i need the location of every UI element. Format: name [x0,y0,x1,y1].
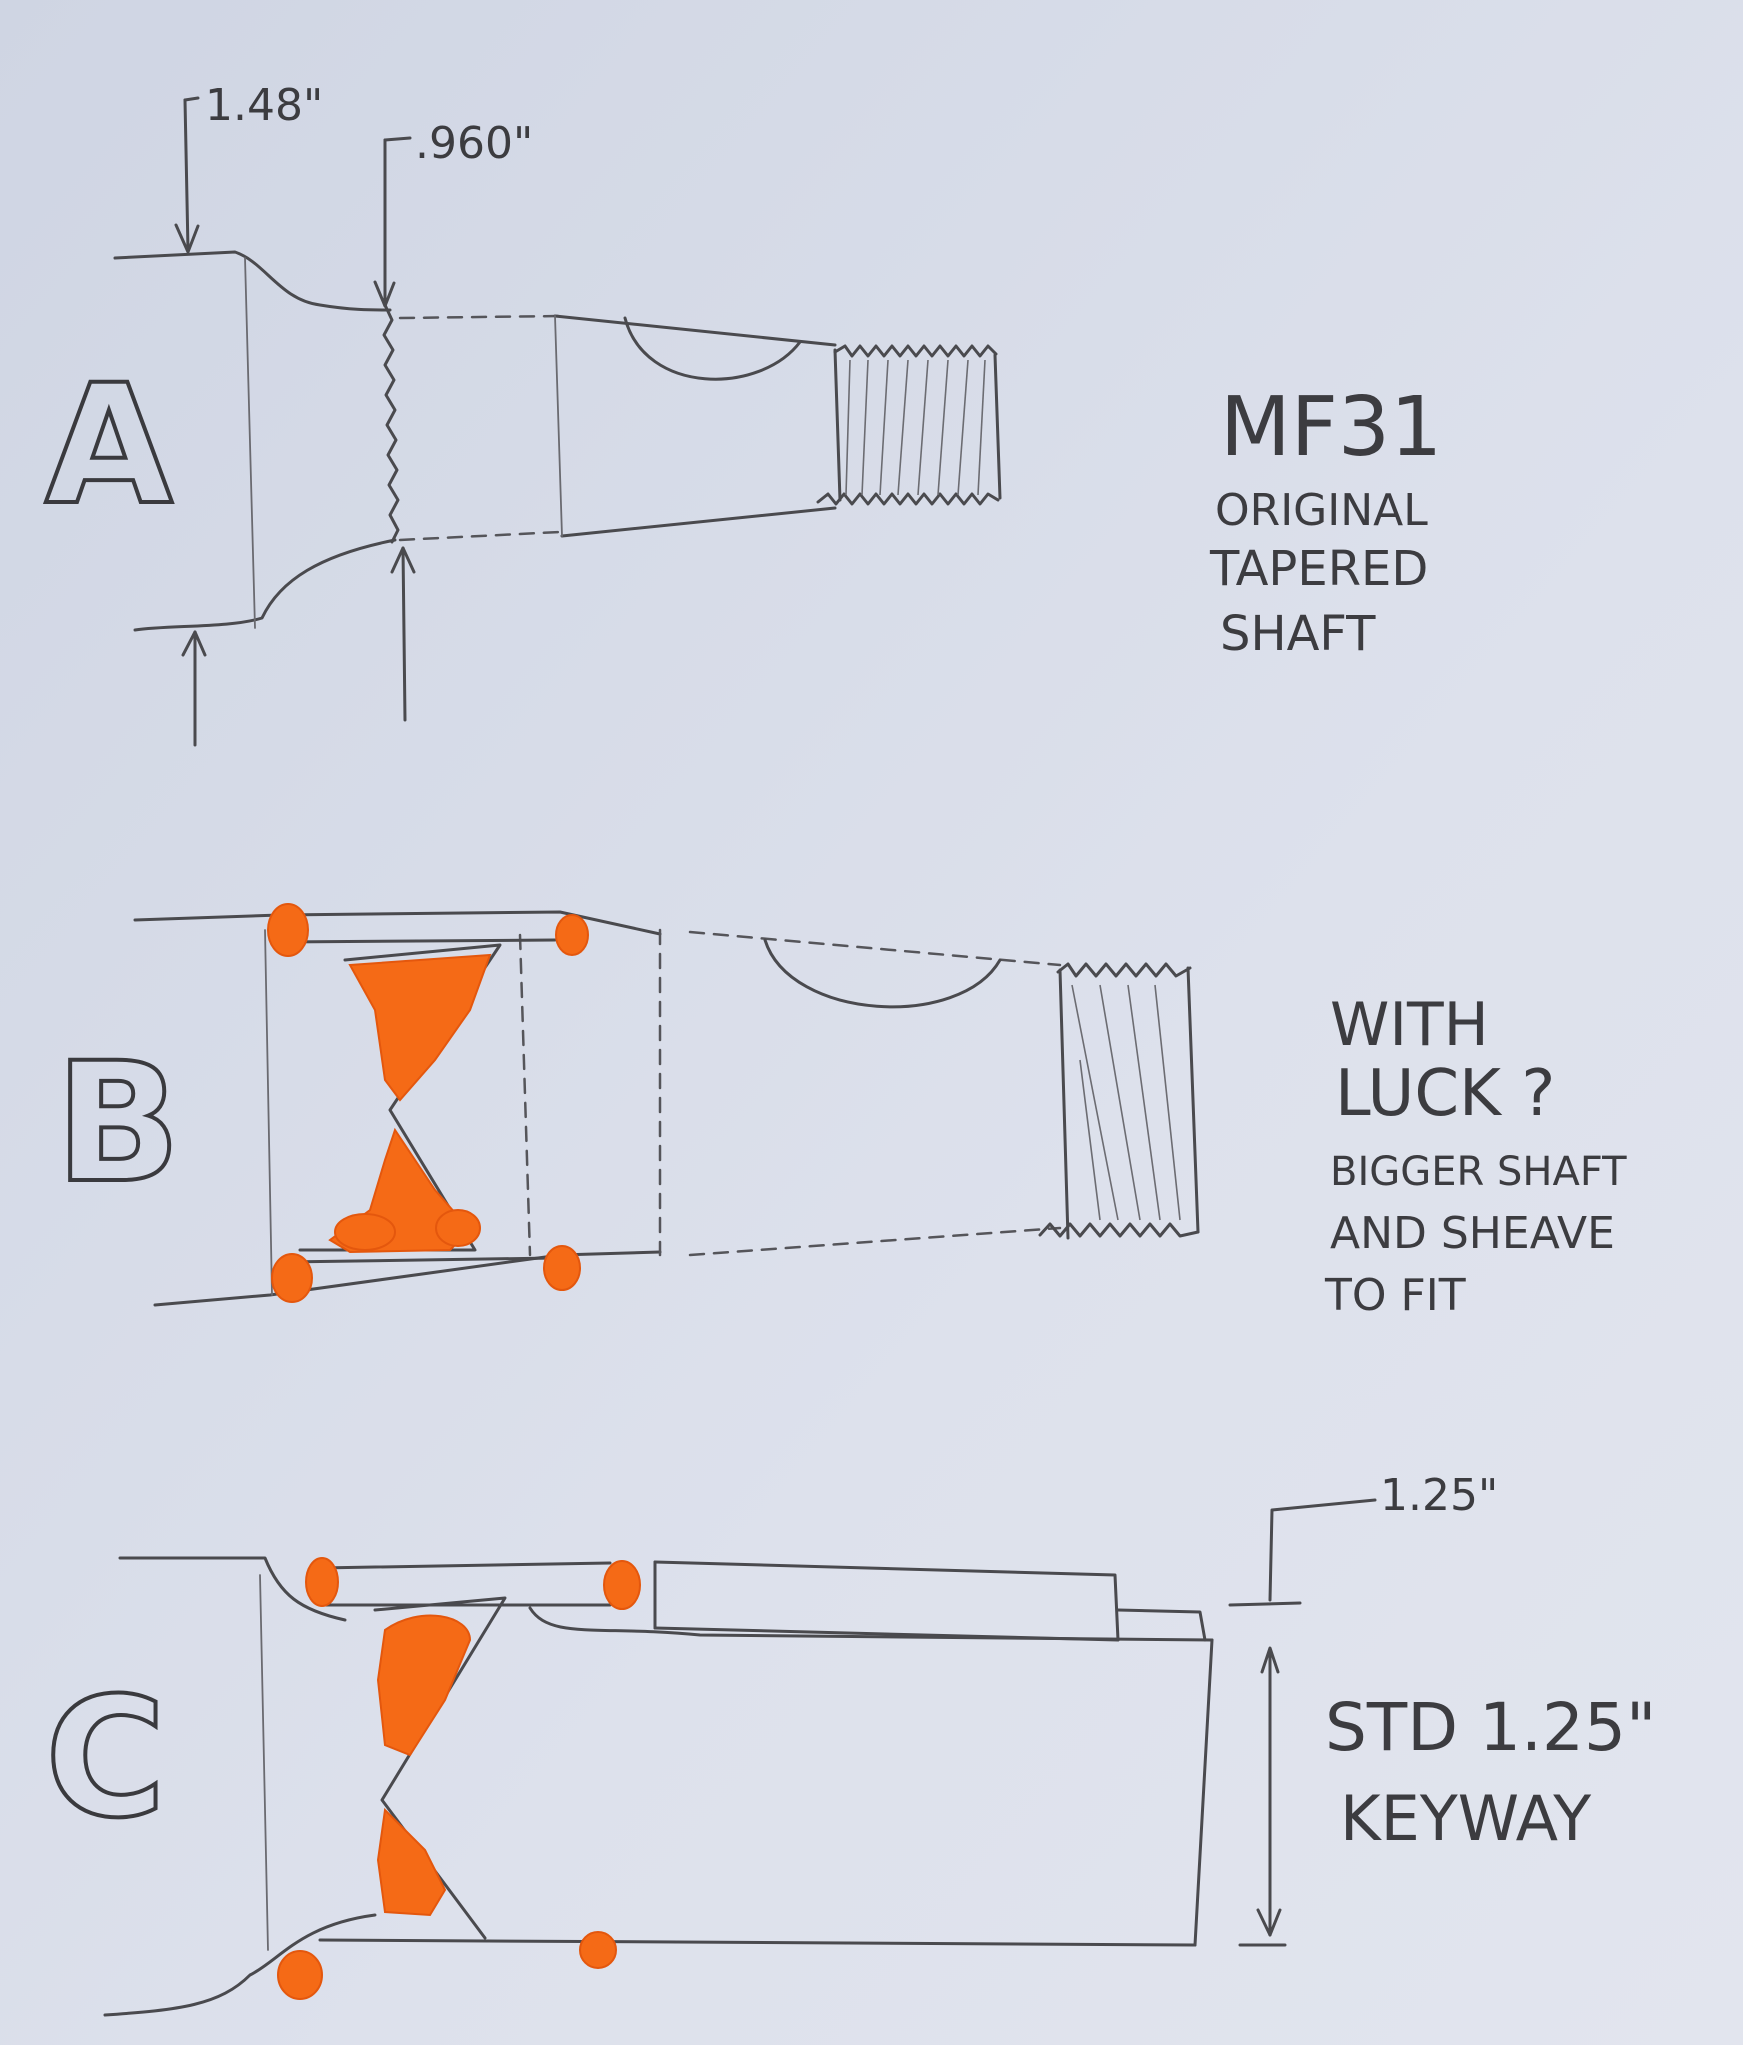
note-a: MF31 ORIGINAL TAPERED SHAFT [1209,380,1442,662]
section-b-drawing [133,903,1200,1307]
note-b-line2: LUCK ? [1335,1057,1555,1131]
section-a-label: A [45,349,173,541]
dimension-c-height: 1.25" [1380,1470,1498,1521]
note-b-line3: BIGGER SHAFT [1330,1149,1627,1195]
note-b-line1: WITH [1330,990,1489,1060]
section-a-drawing [113,96,1002,747]
note-a-line3: TAPERED [1209,541,1428,597]
note-c-line1: STD 1.25" [1325,1689,1656,1766]
note-c: STD 1.25" KEYWAY [1325,1689,1656,1855]
section-c-label: C [45,1662,166,1854]
dimension-a-outer: 1.48" [205,80,323,131]
section-c-drawing [103,1498,1377,2017]
thread-hatching-a [845,359,986,496]
weld-beads-c [277,1557,641,2000]
note-a-line1: MF31 [1220,380,1442,475]
note-b: WITH LUCK ? BIGGER SHAFT AND SHEAVE TO F… [1324,990,1627,1321]
note-a-line4: SHAFT [1220,606,1376,662]
note-b-line5: TO FIT [1324,1270,1466,1321]
dimension-a-inner: .960" [415,118,533,169]
section-b-label: B [55,1027,181,1219]
note-a-line2: ORIGINAL [1215,485,1428,536]
note-b-line4: AND SHEAVE [1330,1208,1615,1259]
weld-beads-b [267,903,589,1303]
note-c-line2: KEYWAY [1340,1782,1591,1855]
thread-hatching-b [1071,984,1181,1221]
